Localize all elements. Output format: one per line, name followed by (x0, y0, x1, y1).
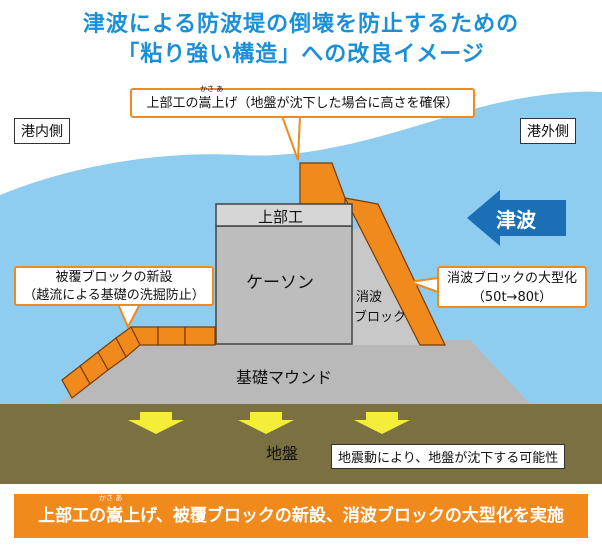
wave-block-label-line-2: ブロック (354, 310, 407, 325)
superstructure-band (215, 203, 353, 227)
armor-callout-line-2: （越流による基礎の洗掘防止） (23, 288, 205, 303)
foundation-mound (58, 340, 530, 404)
title-line-1: 津波による防波堤の倒壊を防止するための (82, 12, 520, 37)
armor-blocks (61, 326, 216, 399)
tsunami-arrow (467, 190, 566, 246)
caisson-label: ケーソン (246, 273, 314, 293)
armor-callout-line-1: 被覆ブロックの新設 (55, 270, 173, 285)
settlement-arrow-3 (354, 412, 410, 434)
summary-bar: 上部工の嵩上げ、被覆ブロックの新設、消波ブロックの大型化を実施 (14, 494, 588, 538)
ground-label: 地盤 (266, 444, 299, 463)
enlarge-callout-line-2: （50t→80t） (471, 290, 553, 305)
raise-callout: 上部工の嵩上げ（地盤が沈下した場合に高さを確保） (130, 88, 475, 118)
mound-label: 基礎マウンド (236, 368, 333, 387)
armor-callout-pointer (117, 303, 141, 330)
enlarge-callout-line-1: 消波ブロックの大型化 (446, 271, 577, 286)
ground-note: 地震動により、地盤が沈下する可能性 (331, 444, 566, 469)
settlement-arrow-1 (128, 412, 184, 434)
diagram-title: 津波による防波堤の倒壊を防止するための 「粘り強い構造」への改良イメージ (0, 10, 602, 70)
enlarged-block-slope (343, 197, 446, 346)
summary-text: 上部工の嵩上げ、被覆ブロックの新設、消波ブロックの大型化を実施 (38, 506, 564, 526)
settlement-arrows (128, 412, 410, 434)
raise-callout-pointer (281, 115, 301, 161)
harbor-inside-label: 港内側 (14, 118, 70, 144)
enlarge-callout-pointer (409, 277, 439, 293)
wave-block-label-line-1: 消波 (356, 290, 383, 305)
armor-callout: 被覆ブロックの新設 （越流による基礎の洗掘防止） (14, 266, 214, 306)
settlement-arrow-2 (238, 412, 294, 434)
enlarge-callout: 消波ブロックの大型化 （50t→80t） (437, 266, 587, 308)
title-line-2: 「粘り強い構造」への改良イメージ (117, 42, 485, 67)
raise-callout-text: 上部工の嵩上げ（地盤が沈下した場合に高さを確保） (146, 96, 459, 111)
caisson-body (215, 225, 353, 345)
raise-callout-ruby: かさ あ (200, 85, 224, 93)
superstructure-label: 上部工 (258, 208, 304, 226)
tsunami-label: 津波 (496, 208, 536, 232)
summary-ruby: かさ あ (99, 494, 123, 502)
raised-superstructure (299, 162, 346, 205)
harbor-outside-label: 港外側 (520, 118, 576, 144)
